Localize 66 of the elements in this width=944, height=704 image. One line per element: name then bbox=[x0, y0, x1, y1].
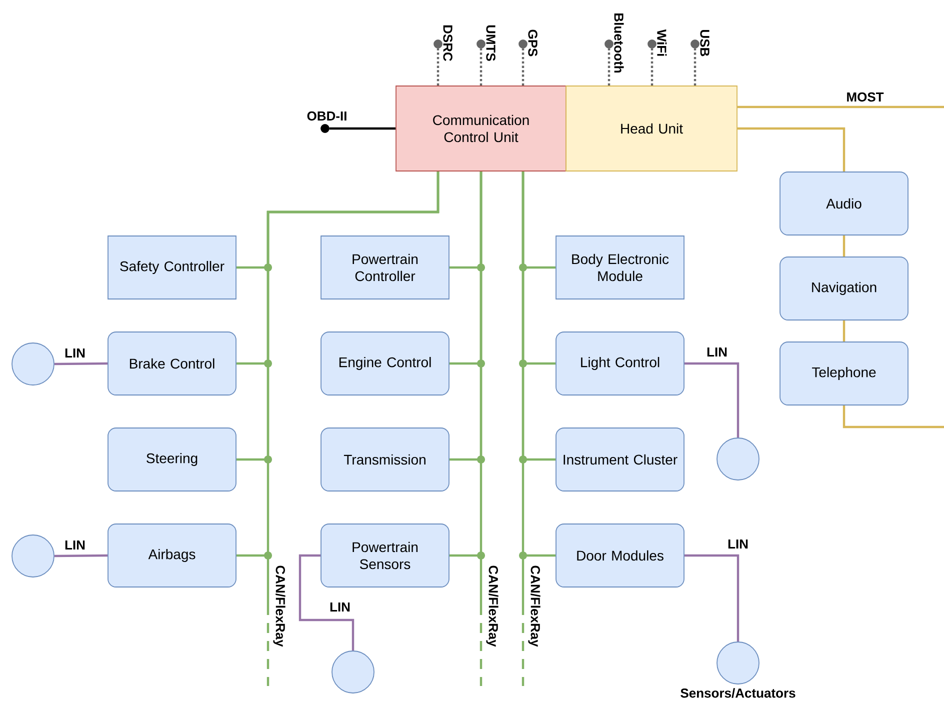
connector bbox=[522, 171, 556, 557]
connector bbox=[842, 320, 846, 342]
node-label: UMTS bbox=[486, 25, 496, 61]
edge-label: LIN bbox=[707, 348, 727, 356]
connector bbox=[54, 554, 108, 558]
terminal-dot bbox=[320, 124, 330, 133]
node-label: USB bbox=[700, 30, 710, 56]
module-box: Powertrain Sensors bbox=[320, 524, 450, 588]
connector bbox=[522, 48, 524, 86]
sensor-circle bbox=[332, 650, 374, 694]
connector bbox=[737, 106, 944, 108]
module-box: Body Electronic Module bbox=[556, 236, 684, 300]
connector bbox=[737, 127, 846, 172]
node-label: GPS bbox=[528, 30, 538, 56]
module-box: Steering bbox=[108, 428, 236, 492]
module-box: Safety Controller bbox=[108, 236, 236, 300]
terminal-dot bbox=[434, 40, 442, 48]
node-label: DSRC bbox=[443, 25, 452, 62]
connector bbox=[480, 48, 482, 86]
terminal-dot bbox=[518, 40, 528, 48]
terminal-dot bbox=[604, 40, 614, 48]
connector bbox=[54, 362, 108, 366]
connector bbox=[842, 405, 944, 428]
bus-label: CAN/FlexRay bbox=[486, 566, 498, 647]
node-label: Sensors/Actuators bbox=[680, 688, 796, 698]
module-box: Brake Control bbox=[108, 332, 236, 396]
node-label: OBD-II bbox=[307, 111, 346, 121]
terminal-dot bbox=[690, 40, 700, 48]
module-box: Telephone bbox=[780, 342, 908, 406]
edge-label: LIN bbox=[728, 540, 748, 548]
module-box: Navigation bbox=[780, 256, 908, 320]
connector bbox=[298, 554, 354, 651]
module-box: Instrument Cluster bbox=[556, 428, 684, 492]
module-box: Light Control bbox=[556, 332, 684, 396]
module-box: Head Unit bbox=[566, 86, 738, 172]
terminal-dot bbox=[476, 40, 486, 48]
module-box: Engine Control bbox=[320, 332, 450, 396]
connector bbox=[842, 235, 846, 257]
sensor-circle bbox=[12, 342, 54, 386]
connector bbox=[684, 554, 740, 642]
connector bbox=[436, 48, 440, 86]
module-box: Airbags bbox=[108, 524, 236, 588]
sensor-circle bbox=[716, 438, 760, 480]
edge-label: MOST bbox=[847, 92, 884, 102]
terminal-dot bbox=[648, 40, 656, 48]
bus-label: CAN/FlexRay bbox=[528, 566, 540, 647]
connector bbox=[449, 171, 482, 557]
connector bbox=[694, 48, 696, 86]
edge-label: LIN bbox=[65, 348, 85, 358]
edge-label: LIN bbox=[65, 540, 85, 550]
connector bbox=[608, 48, 610, 86]
module-box: Communication Control Unit bbox=[396, 86, 566, 172]
bus-label: CAN/FlexRay bbox=[273, 566, 286, 647]
module-box: Transmission bbox=[320, 428, 450, 492]
module-box: Door Modules bbox=[556, 524, 684, 588]
sensor-circle bbox=[716, 642, 760, 684]
connector bbox=[329, 127, 396, 130]
connector bbox=[650, 48, 654, 86]
connector bbox=[684, 362, 740, 438]
edge-label: LIN bbox=[330, 602, 350, 612]
module-box: Audio bbox=[780, 172, 908, 236]
connector bbox=[236, 171, 440, 557]
node-label: WiFi bbox=[657, 29, 667, 56]
node-label: Bluetooth bbox=[614, 14, 624, 73]
sensor-circle bbox=[12, 534, 54, 578]
module-box: Powertrain Controller bbox=[320, 236, 450, 300]
